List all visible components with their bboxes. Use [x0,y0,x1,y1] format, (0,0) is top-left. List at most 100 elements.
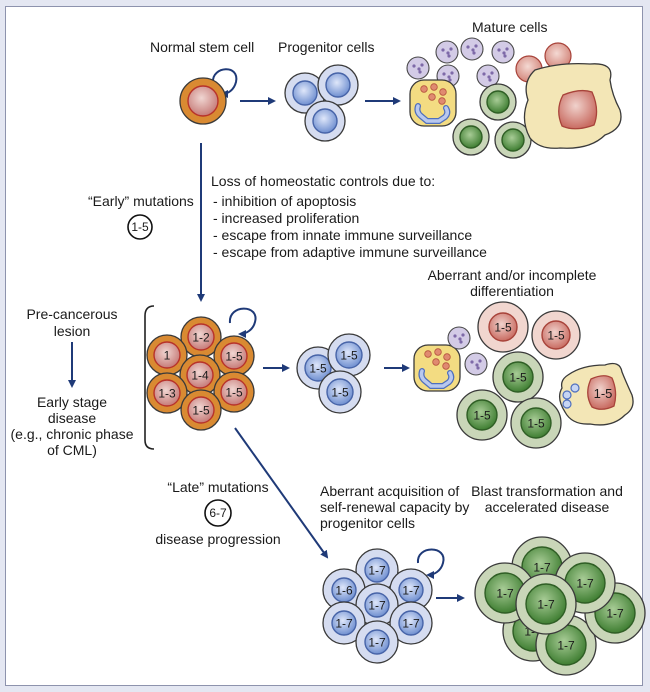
cell-label: 1-5 [547,328,565,342]
cell-nucleus [304,354,332,382]
vesicle [570,383,580,393]
late-progenitor-cell: 1-7 [355,583,399,627]
aberrant-small-cell [447,326,471,350]
label-self-renewal-3: progenitor cells [320,515,415,531]
late-progenitor-cell: 1-7 [389,568,433,612]
cell-nucleus [153,341,181,369]
early-progenitor-cell: 1-5 [327,333,371,377]
granule [478,359,482,363]
precancerous-cell: 1-2 [180,316,222,358]
blast-cell: 1-7 [474,562,536,624]
label-aberrant-diff-2: differentiation [470,283,554,299]
loss-item: - escape from innate immune surveillance [213,227,472,243]
cell-nucleus [186,361,214,389]
aberrant-small-cell [464,352,488,376]
cell-nucleus [325,72,351,98]
label-aberrant-diff-1: Aberrant and/or incomplete [428,267,597,283]
self-renewal-arrow-lesion [228,307,257,338]
loss-item: - increased proliferation [213,210,359,226]
granule [466,45,470,49]
self-renewal-arrow-late [416,548,445,579]
cell-label: 1-5 [340,348,358,362]
cell-label: 1-4 [191,368,209,382]
early-progenitor-cell: 1-5 [318,370,362,414]
granule [420,63,424,67]
label-normal-stem-cell: Normal stem cell [150,39,254,55]
cell-nucleus [220,342,248,370]
mature-small-cell [460,37,484,61]
early-mutations-badge: 1-5 [127,214,153,240]
granule [472,51,476,55]
label-blast-2: accelerated disease [485,499,610,515]
label-disease: disease [48,410,96,426]
cell-nucleus [187,323,215,351]
granule [471,48,475,52]
cell-label: 1-5 [494,320,512,334]
cell-label: 1-3 [158,386,176,400]
cell-label: 1-5 [509,370,527,384]
late-progenitor-cell: 1-7 [355,620,399,664]
cell-nucleus [335,341,363,369]
granule [490,71,494,75]
granule [474,44,478,48]
granule [442,362,450,370]
cell-nucleus [220,378,248,406]
mature-small-cell [435,40,459,64]
precancerous-cell: 1 [146,334,188,376]
granule [450,71,454,75]
granule [482,72,486,76]
cell-nucleus [501,128,525,152]
progenitor-cell [304,100,346,142]
granule [417,67,421,71]
cell-label: 1-7 [606,606,624,620]
cell-label: 1-7 [533,560,551,574]
label-early-mutations: “Early” mutations [88,193,194,209]
late-progenitor-cell: 1-7 [389,601,433,645]
cell-label: 1-7 [335,616,353,630]
mature-small-cell [406,56,430,80]
granule [448,78,452,82]
label-progenitor-cells: Progenitor cells [278,39,375,55]
granule [443,353,451,361]
loss-item: - escape from adaptive immune surveillan… [213,244,487,260]
cell-nucleus [312,108,338,134]
granule [412,64,416,68]
blast-cell: 1-7 [515,573,577,635]
cell-label: 1-5 [594,386,613,401]
late-progenitor-cell: 1-7 [322,601,366,645]
cell-nucleus [520,407,552,439]
cell-nucleus [541,320,571,350]
badge-circle [204,499,232,527]
cell-nucleus [587,375,617,410]
aberrant-macrophage: 1-5 [558,362,634,426]
cell-nucleus [364,629,390,655]
granule [470,360,474,364]
cell-nucleus [525,583,567,625]
aberrant-green-cell: 1-5 [492,351,544,403]
mature-small-cell [491,40,515,64]
aberrant-red-cell: 1-5 [477,301,529,353]
cell-nucleus [488,312,518,342]
cell-nucleus [364,592,390,618]
granule [418,70,422,74]
granule [439,88,447,96]
cell-nucleus [502,361,534,393]
cell-label: 1-5 [527,416,545,430]
precancerous-cell: 1-5 [213,335,255,377]
precancerous-cell: 1-5 [213,371,255,413]
cell-label: 1 [164,348,171,362]
mature-granulocyte [409,79,457,127]
granule [442,72,446,76]
mature-green-cell [479,83,517,121]
late-progenitor-cell: 1-7 [355,548,399,592]
label-disease-progression: disease progression [155,531,280,547]
cell-nucleus [486,90,510,114]
cell-label: 1-5 [225,349,243,363]
lobed-nucleus-fill [419,369,454,388]
label-blast-1: Blast transformation and [471,483,623,499]
cell-nucleus [326,378,354,406]
cell-label: 1-7 [368,563,386,577]
label-early-stage: Early stage [37,394,107,410]
cell-label: 1-7 [368,635,386,649]
granule [503,54,507,58]
